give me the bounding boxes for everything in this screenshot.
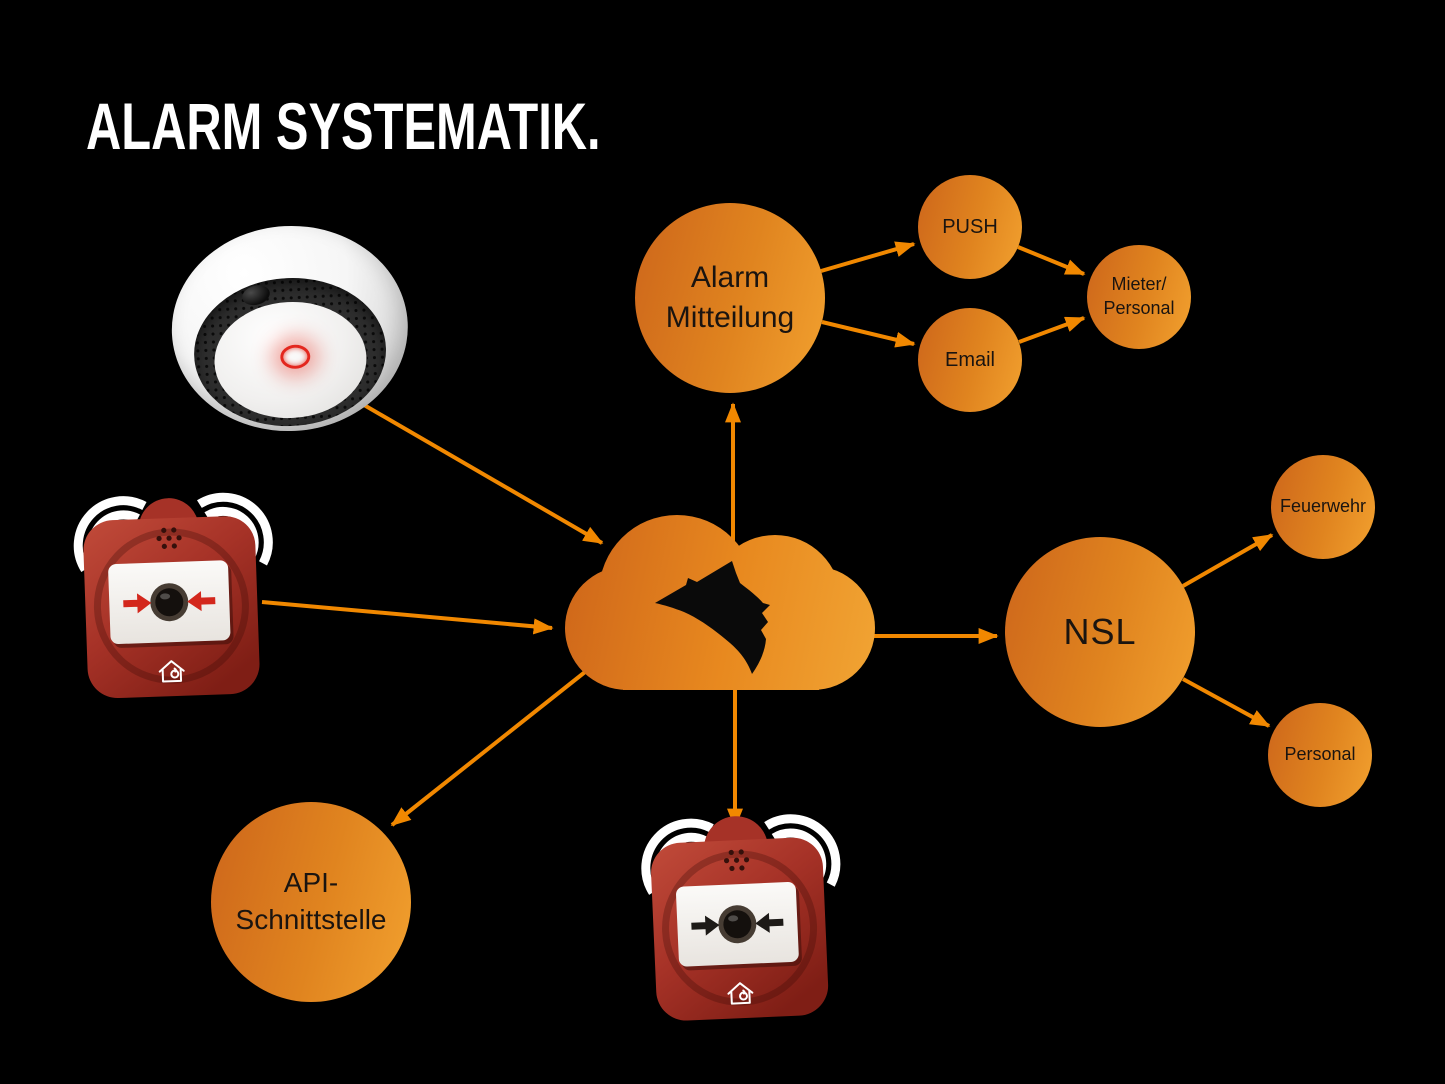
- node-label: Mitteilung: [665, 301, 795, 334]
- speaker-grille: [723, 849, 750, 872]
- node-label: Alarm: [690, 261, 770, 295]
- wolf-head-silhouette: [655, 561, 770, 674]
- node-label: Personal: [1284, 744, 1356, 765]
- node-label: NSL: [1063, 611, 1137, 653]
- wireless-manual-call-point-left: [73, 492, 273, 699]
- press-arrows: [691, 912, 784, 936]
- node-label: Schnittstelle: [235, 904, 387, 935]
- node-mieter-personal: Mieter/ Personal: [1087, 245, 1191, 349]
- node-label: Personal: [1103, 298, 1175, 318]
- house-alarm-icon: [727, 982, 754, 1005]
- node-label: Email: [944, 348, 995, 371]
- page-title: ALARM SYSTEMATIK.: [86, 89, 601, 163]
- node-nsl: NSL: [1005, 537, 1195, 727]
- node-personal: Personal: [1268, 703, 1372, 807]
- node-label: PUSH: [942, 215, 998, 238]
- node-label: API-: [283, 867, 339, 899]
- node-push: PUSH: [918, 175, 1022, 279]
- wireless-manual-call-point-bottom: [641, 814, 841, 1021]
- smoke-detector: [166, 219, 414, 444]
- call-point-button: [718, 905, 757, 944]
- house-alarm-icon: [158, 660, 185, 683]
- call-point-button: [150, 583, 189, 622]
- node-label: Feuerwehr: [1279, 496, 1367, 517]
- node-api-schnittstelle: API- Schnittstelle: [211, 802, 411, 1002]
- node-label: Mieter/: [1111, 274, 1167, 295]
- press-arrows: [123, 591, 216, 614]
- wolf-cloud-icon: [565, 515, 875, 690]
- node-alarm-mitteilung: Alarm Mitteilung: [635, 203, 825, 393]
- node-email: Email: [918, 308, 1022, 412]
- node-feuerwehr: Feuerwehr: [1271, 455, 1375, 559]
- speaker-grille: [156, 527, 182, 549]
